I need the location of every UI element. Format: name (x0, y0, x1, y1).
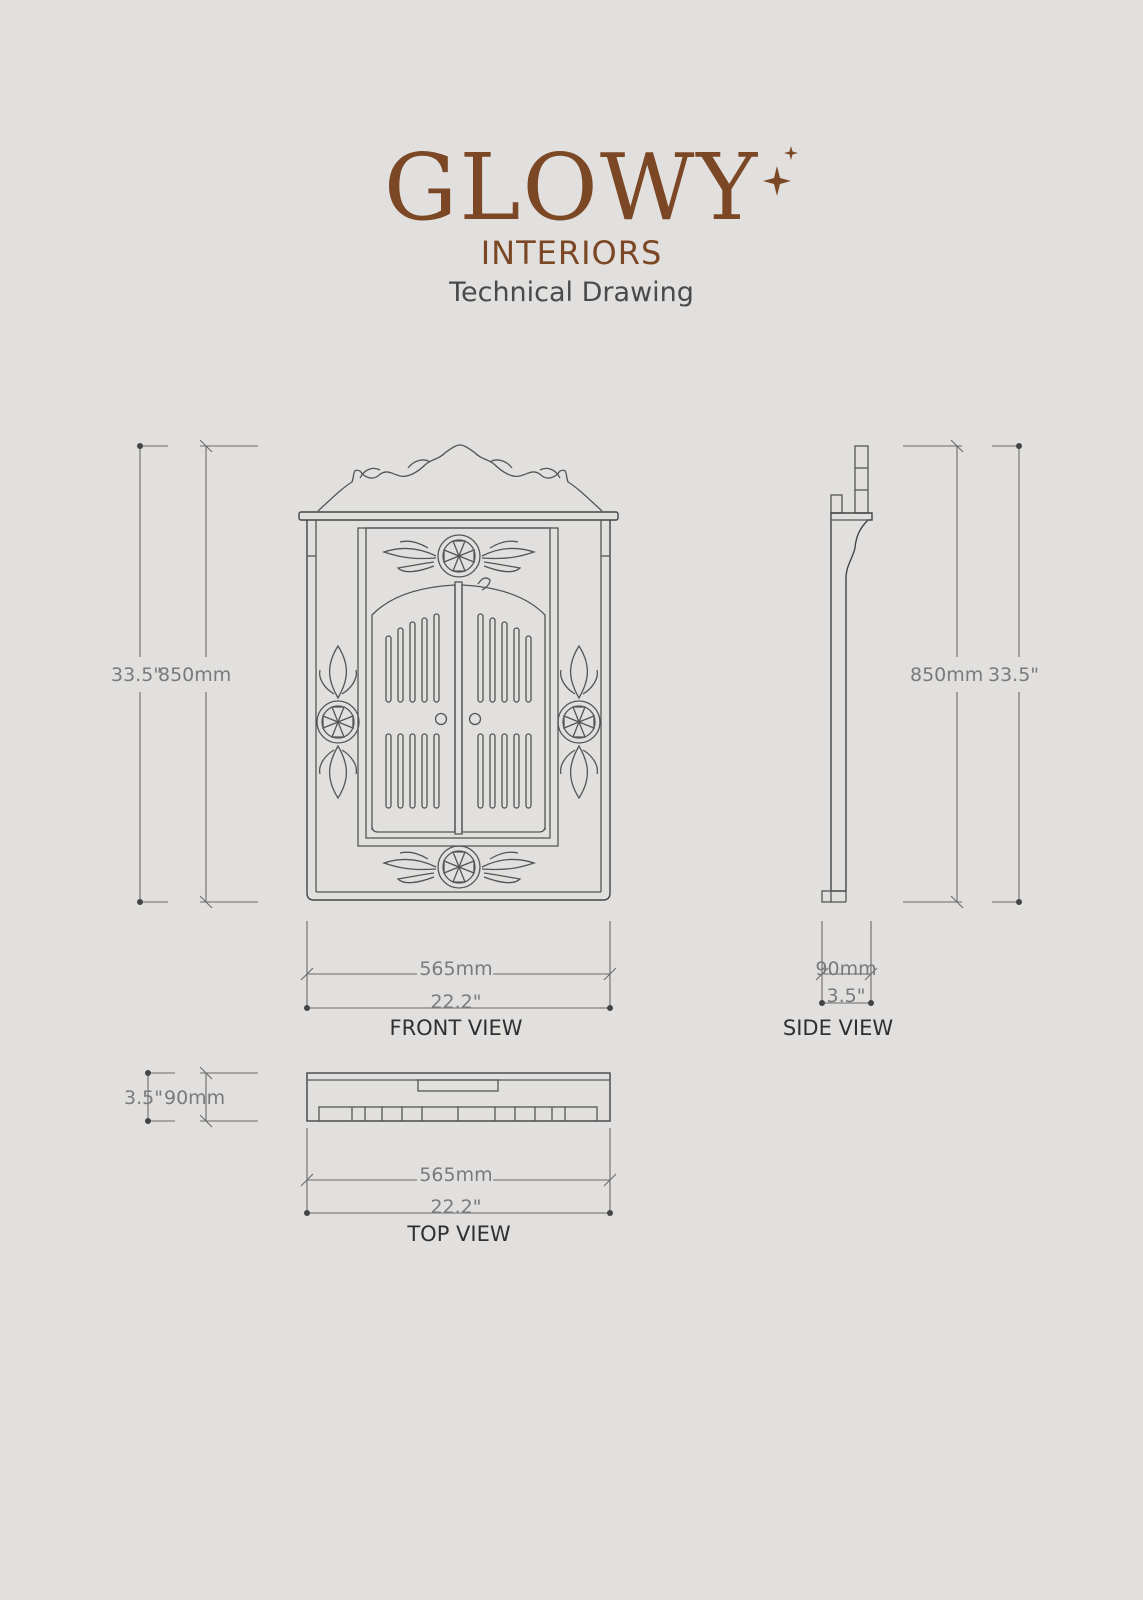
front-view-drawing (298, 444, 619, 901)
front-width-dimension: 565mm 22.2" (300, 921, 617, 1013)
sparkle-icon (763, 146, 799, 196)
front-view-label: FRONT VIEW (389, 1016, 522, 1040)
front-width-mm: 565mm (419, 958, 492, 980)
brand-name: GLOWY (383, 134, 760, 241)
rosette-top (437, 534, 481, 578)
top-width-dimension: 565mm 22.2" (300, 1128, 617, 1218)
brand-logo: GLOWY (384, 140, 799, 236)
top-view-drawing (306, 1072, 611, 1122)
document-title: Technical Drawing (449, 277, 694, 308)
front-width-in: 22.2" (430, 991, 481, 1013)
side-view-label: SIDE VIEW (783, 1016, 893, 1040)
top-depth-mm: 90mm (164, 1087, 225, 1109)
top-depth-dimension: 3.5" 90mm (124, 1066, 258, 1128)
side-view-drawing (821, 445, 873, 903)
rosette-bottom (437, 845, 481, 889)
side-depth-dimension: 90mm 3.5" (815, 921, 878, 1007)
top-width-in: 22.2" (430, 1196, 481, 1218)
top-view-label: TOP VIEW (406, 1222, 511, 1246)
front-height-mm: 850mm (158, 664, 231, 686)
rosette-right (557, 700, 601, 744)
front-height-dimension: 33.5" 850mm (111, 439, 258, 909)
brand-subtitle: INTERIORS (480, 234, 663, 272)
rosette-left (316, 700, 360, 744)
top-width-mm: 565mm (419, 1164, 492, 1186)
side-height-mm: 850mm (910, 664, 983, 686)
front-height-in: 33.5" (111, 664, 162, 686)
side-height-in: 33.5" (988, 664, 1039, 686)
brand-header: GLOWY INTERIORS Technical Drawing (0, 140, 1143, 308)
side-height-dimension: 850mm 33.5" (903, 439, 1039, 909)
side-depth-in: 3.5" (827, 985, 866, 1007)
top-depth-in: 3.5" (124, 1087, 163, 1109)
side-depth-mm: 90mm (815, 958, 876, 980)
